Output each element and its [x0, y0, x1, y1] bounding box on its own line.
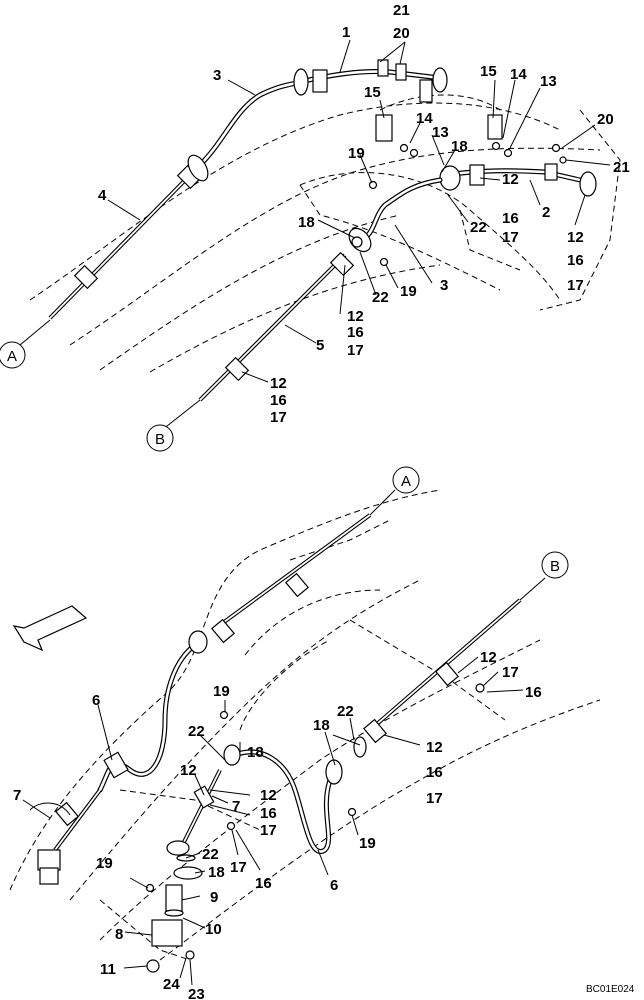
callout-16: 16: [525, 684, 542, 701]
callout-22: 22: [188, 723, 205, 740]
callout-12: 12: [567, 229, 584, 246]
pipe-2-upper: [368, 143, 597, 197]
figure-code: BC01E024: [586, 984, 635, 995]
callout-16: 16: [270, 392, 287, 409]
callout-19: 19: [348, 145, 365, 162]
callout-19: 19: [213, 683, 230, 700]
callout-17: 17: [347, 342, 364, 359]
connector-a-lower: A: [392, 466, 420, 494]
callout-15: 15: [364, 84, 381, 101]
callout-4: 4: [98, 187, 107, 204]
callout-labels: 21 20 1 3 15 14 13 15 14 13 20 19 18 21 …: [13, 2, 630, 1000]
pipe-3-and-1-upper: [187, 59, 448, 182]
connector-a-lower-label: A: [401, 473, 411, 490]
callout-2: 2: [542, 204, 550, 221]
pipe-7-center: [145, 710, 236, 973]
callout-21: 21: [613, 159, 630, 176]
leaders-lower: [22, 656, 524, 986]
callout-7: 7: [13, 787, 21, 804]
pipe-rod-a-lower: [211, 489, 396, 644]
callout-17: 17: [270, 409, 287, 426]
callout-5: 5: [316, 337, 324, 354]
callout-18: 18: [313, 717, 330, 734]
callout-22: 22: [337, 703, 354, 720]
callout-19: 19: [400, 283, 417, 300]
callout-16: 16: [255, 875, 272, 892]
callout-6: 6: [92, 692, 100, 709]
callout-9: 9: [210, 889, 218, 906]
callout-16: 16: [260, 805, 277, 822]
callout-3: 3: [440, 277, 448, 294]
callout-12: 12: [347, 308, 364, 325]
pipe-7-left: [29, 788, 102, 885]
callout-21: 21: [393, 2, 410, 19]
callout-24: 24: [163, 976, 180, 993]
callout-12: 12: [260, 787, 277, 804]
callout-17: 17: [426, 790, 443, 807]
callout-13: 13: [432, 124, 449, 141]
callout-12: 12: [180, 762, 197, 779]
pipe-3-and-5-upper: [198, 177, 443, 402]
callout-20: 20: [393, 25, 410, 42]
connector-a-upper: A: [0, 341, 26, 369]
connector-b-upper: B: [146, 424, 174, 452]
connector-b-lower-label: B: [550, 558, 560, 575]
callout-1: 1: [342, 24, 350, 41]
boom-outline-upper: [29, 94, 621, 373]
callout-19: 19: [359, 835, 376, 852]
callout-17: 17: [230, 859, 247, 876]
connector-b-upper-label: B: [155, 431, 165, 448]
callout-22: 22: [202, 846, 219, 863]
callout-14: 14: [416, 110, 433, 127]
callout-20: 20: [597, 111, 614, 128]
callout-18: 18: [298, 214, 315, 231]
leaders-upper: [19, 39, 611, 431]
callout-12: 12: [270, 375, 287, 392]
callout-18: 18: [208, 864, 225, 881]
callout-22: 22: [470, 219, 487, 236]
bracket-15: [375, 114, 513, 158]
callout-16: 16: [567, 252, 584, 269]
callout-17: 17: [502, 664, 519, 681]
callout-23: 23: [188, 986, 205, 1000]
pipe-4-upper: [48, 164, 202, 320]
callout-18: 18: [451, 138, 468, 155]
callout-12: 12: [502, 171, 519, 188]
callout-3: 3: [213, 67, 221, 84]
callout-8: 8: [115, 926, 123, 943]
callout-16: 16: [347, 324, 364, 341]
callout-17: 17: [260, 822, 277, 839]
callout-22: 22: [372, 289, 389, 306]
callout-6: 6: [330, 877, 338, 894]
callout-17: 17: [567, 277, 584, 294]
callout-10: 10: [205, 921, 222, 938]
callout-16: 16: [502, 210, 519, 227]
callout-19: 19: [96, 855, 113, 872]
connector-a-upper-label: A: [7, 348, 17, 365]
hose-6-right: [223, 736, 367, 854]
direction-arrow: [12, 605, 88, 652]
hose-6-left: [97, 630, 208, 793]
callout-18: 18: [247, 744, 264, 761]
callout-12: 12: [480, 649, 497, 666]
callout-11: 11: [100, 961, 116, 978]
callout-15: 15: [480, 63, 497, 80]
callout-12: 12: [426, 739, 443, 756]
callout-14: 14: [510, 66, 527, 83]
callout-13: 13: [540, 73, 557, 90]
callout-17: 17: [502, 229, 519, 246]
callout-7: 7: [232, 798, 240, 815]
pipe-rod-b-lower: [363, 577, 546, 744]
connector-b-lower: B: [541, 551, 569, 579]
callout-16: 16: [426, 764, 443, 781]
